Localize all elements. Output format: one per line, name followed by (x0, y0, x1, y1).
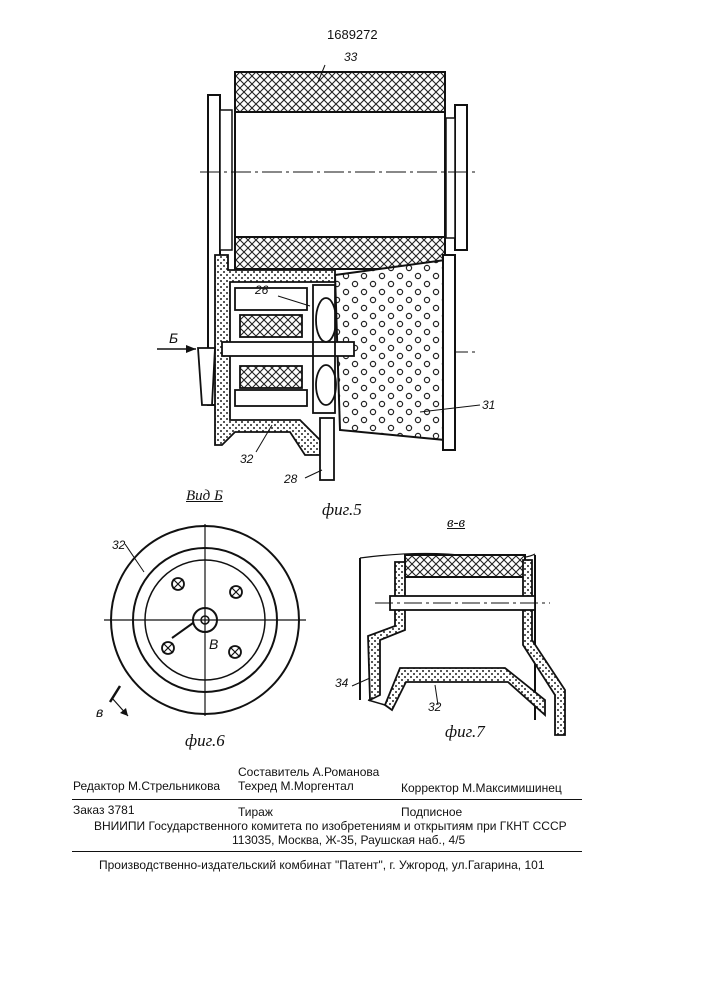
label-32-fig7: 32 (428, 700, 441, 714)
footer-rule-top (72, 799, 582, 800)
label-32-fig5: 32 (240, 452, 253, 466)
footer-editor: Редактор М.Стрельникова (73, 779, 220, 793)
footer-corrector: Корректор М.Максимишинец (401, 781, 562, 795)
section-letter-v: В (209, 636, 218, 652)
fig6-title: Вид Б (186, 488, 223, 505)
label-31: 31 (482, 398, 495, 412)
footer-org-line2: 113035, Москва, Ж-35, Раушская наб., 4/5 (232, 833, 465, 847)
footer-subscription: Подписное (401, 805, 462, 819)
footer-techred: Техред М.Моргентал (238, 779, 354, 793)
figure-5-drawing (0, 0, 707, 500)
footer-publisher: Производственно-издательский комбинат "П… (99, 858, 545, 872)
figure-7-drawing (340, 540, 580, 740)
label-32-fig6: 32 (112, 538, 125, 552)
fig6-caption: фиг.6 (185, 731, 225, 751)
label-26: 26 (255, 283, 268, 297)
footer-org-line1: ВНИИПИ Государственного комитета по изоб… (94, 819, 567, 833)
fig5-caption: фиг.5 (322, 500, 362, 520)
label-34: 34 (335, 676, 348, 690)
section-letter-v-bottom: в (96, 704, 103, 720)
footer-compiler: Составитель А.Романова (238, 765, 379, 779)
footer-circulation: Тираж (238, 805, 273, 819)
label-33: 33 (344, 50, 357, 64)
fig7-title: в-в (447, 515, 465, 532)
arrow-label-b: Б (169, 330, 178, 346)
label-28: 28 (284, 472, 297, 486)
fig7-caption: фиг.7 (445, 722, 485, 742)
footer-order: Заказ 3781 (73, 803, 135, 817)
footer-rule-bottom (72, 851, 582, 852)
